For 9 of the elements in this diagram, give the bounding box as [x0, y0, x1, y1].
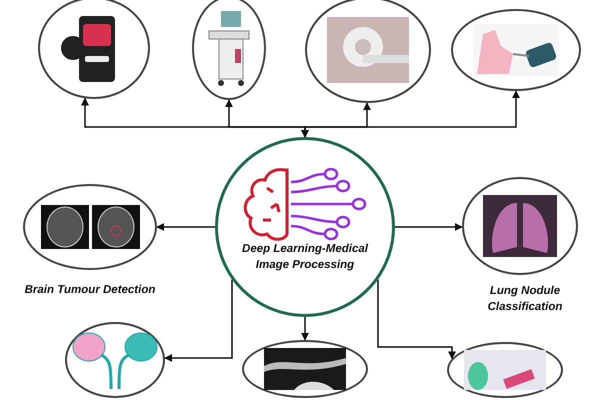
arrow	[377, 280, 456, 360]
caption-text: Lung Nodule Classification	[486, 284, 564, 316]
caption-text: Brain Tumour Detection	[24, 283, 156, 298]
arrow	[395, 223, 463, 231]
node-label: Deep Learning-Medical Image Processing	[241, 242, 370, 273]
arrow	[164, 280, 233, 362]
arrow	[301, 90, 520, 138]
arrow	[301, 317, 309, 341]
arrow	[156, 223, 215, 231]
